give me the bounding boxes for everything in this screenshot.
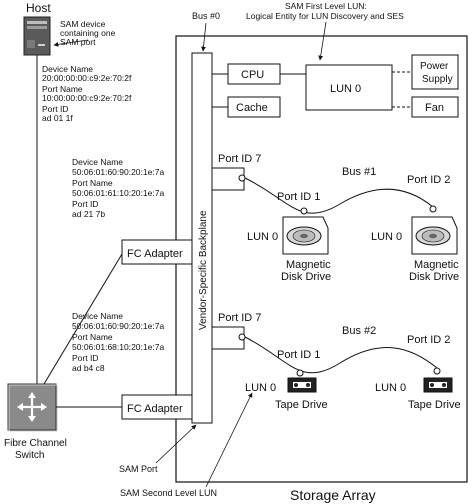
host-info-line: Device Name <box>42 64 93 74</box>
disk2-port-node <box>429 205 437 213</box>
disk1-port-node <box>300 207 308 215</box>
adapter1-info-line: 50:06:01:60:90:20:1e:7a <box>72 167 164 177</box>
fc-adapter-lower-label: FC Adapter <box>127 403 183 415</box>
sam-port-label: SAM Port <box>119 464 158 474</box>
lower-port-id2-label: Port ID 2 <box>407 334 450 346</box>
cache-label: Cache <box>236 102 268 114</box>
upper-port-id1-label: Port ID 1 <box>277 191 320 203</box>
adapter2-info: Device Name 50:06:01:60:90:20:1e:7a Port… <box>72 311 164 373</box>
magnetic-disk-drive-icon <box>411 216 458 255</box>
sam-port-pointer <box>155 424 197 464</box>
adapter2-info-line: ad b4 c8 <box>72 363 105 373</box>
tape2-lun0-label: LUN 0 <box>375 382 406 394</box>
tape2-label: Tape Drive <box>408 399 461 411</box>
upper-port-id7-label: Port ID 7 <box>218 153 261 165</box>
bus2-cable <box>244 336 438 374</box>
adapter2-info-line: Device Name <box>72 311 123 321</box>
fibre-channel-switch-icon <box>7 383 58 432</box>
host-info-line: Port Name <box>42 84 83 94</box>
upper-port7-node <box>238 174 246 182</box>
adapter1-info-line: ad 21 7b <box>72 209 105 219</box>
host-info-line: 20:00:00:00:c9:2e:70:2f <box>42 73 132 83</box>
adapter2-info-line: Port ID <box>72 353 98 363</box>
fc-adapter-lower-box <box>121 394 193 420</box>
tape-drive-icon <box>423 377 453 393</box>
lun0-box <box>305 64 393 111</box>
disk2-label-line: Disk Drive <box>409 271 459 283</box>
sam-lun-pointer <box>318 21 327 61</box>
sam-device-note-line: SAM device <box>60 19 106 29</box>
lower-port7-node <box>238 333 246 341</box>
fan-box <box>411 96 459 118</box>
sam-device-note-line: containing one <box>60 28 116 38</box>
storage-array-label: Storage Array <box>290 487 376 503</box>
adapter2-info-line: 50:06:01:68:10:20:1e:7a <box>72 342 164 352</box>
sam-lun-note-line: Logical Entity for LUN Discovery and SES <box>246 11 404 21</box>
adapter1-info-line: Port ID <box>72 199 98 209</box>
upper-port-id2-label: Port ID 2 <box>407 174 450 186</box>
bus1-cable <box>244 177 434 214</box>
lower-port-id1-label: Port ID 1 <box>277 349 320 361</box>
switch-label-line: Switch <box>15 450 44 461</box>
host-computer-icon <box>23 16 51 56</box>
cpu-label: CPU <box>241 69 264 81</box>
adapter1-info-line: 50:06:01:61:10:20:1e:7a <box>72 188 164 198</box>
bus0-label: Bus #0 <box>192 11 220 21</box>
bus1-label: Bus #1 <box>342 166 376 178</box>
disk2-label-line: Magnetic <box>414 259 459 271</box>
disk2-lun0-label: LUN 0 <box>371 231 402 243</box>
backplane <box>191 52 213 424</box>
host-title: Host <box>26 1 51 15</box>
tape1-label: Tape Drive <box>275 399 328 411</box>
disk1-label-line: Magnetic <box>286 259 331 271</box>
bus0-pointer <box>201 22 207 52</box>
sam-second-lun-pointer <box>205 392 253 488</box>
tape2-port-node <box>433 367 441 375</box>
magnetic-disk-drive-icon <box>282 216 329 255</box>
switch-label-line: Fibre Channel <box>4 438 67 449</box>
lower-port-id7-label: Port ID 7 <box>218 312 261 324</box>
sam-device-pointer <box>53 39 89 47</box>
tape1-port-node <box>296 369 304 377</box>
power-supply-box <box>411 54 459 90</box>
sam-device-note-line: SAM port <box>60 37 96 47</box>
tape1-lun0-label: LUN 0 <box>245 382 276 394</box>
switch-cable-upper <box>43 253 123 385</box>
host-info-line: Port ID <box>42 104 68 114</box>
host-info: Device Name 20:00:00:00:c9:2e:70:2f Port… <box>42 64 132 123</box>
fc-adapter-upper-box <box>121 239 193 265</box>
disk1-label-line: Disk Drive <box>281 271 331 283</box>
sam-lun-note-line: SAM First Level LUN: <box>285 1 367 11</box>
backplane-label: Vendor-Specific Backplane <box>198 210 209 330</box>
power-supply-label-line: Power <box>420 61 449 72</box>
adapter1-info-line: Device Name <box>72 157 123 167</box>
host-info-line: 10:00:00:00:c9:2e:70:2f <box>42 93 132 103</box>
tape-drive-icon <box>287 377 317 393</box>
host-info-line: ad 01 1f <box>42 113 73 123</box>
lun0-label: LUN 0 <box>330 83 361 95</box>
adapter1-info: Device Name 50:06:01:60:90:20:1e:7a Port… <box>72 157 164 219</box>
adapter2-info-line: Port Name <box>72 332 113 342</box>
sam-device-note: SAM device containing one SAM port <box>60 19 116 47</box>
adapter1-info-line: Port Name <box>72 178 113 188</box>
adapter2-info-line: 50:06:01:60:90:20:1e:7a <box>72 321 164 331</box>
sam-second-lun-label: SAM Second Level LUN <box>120 488 217 498</box>
bus2-label: Bus #2 <box>342 325 376 337</box>
fan-label: Fan <box>425 102 444 114</box>
disk1-lun0-label: LUN 0 <box>247 231 278 243</box>
fc-adapter-upper-label: FC Adapter <box>127 248 183 260</box>
power-supply-label-line: Supply <box>422 74 453 85</box>
